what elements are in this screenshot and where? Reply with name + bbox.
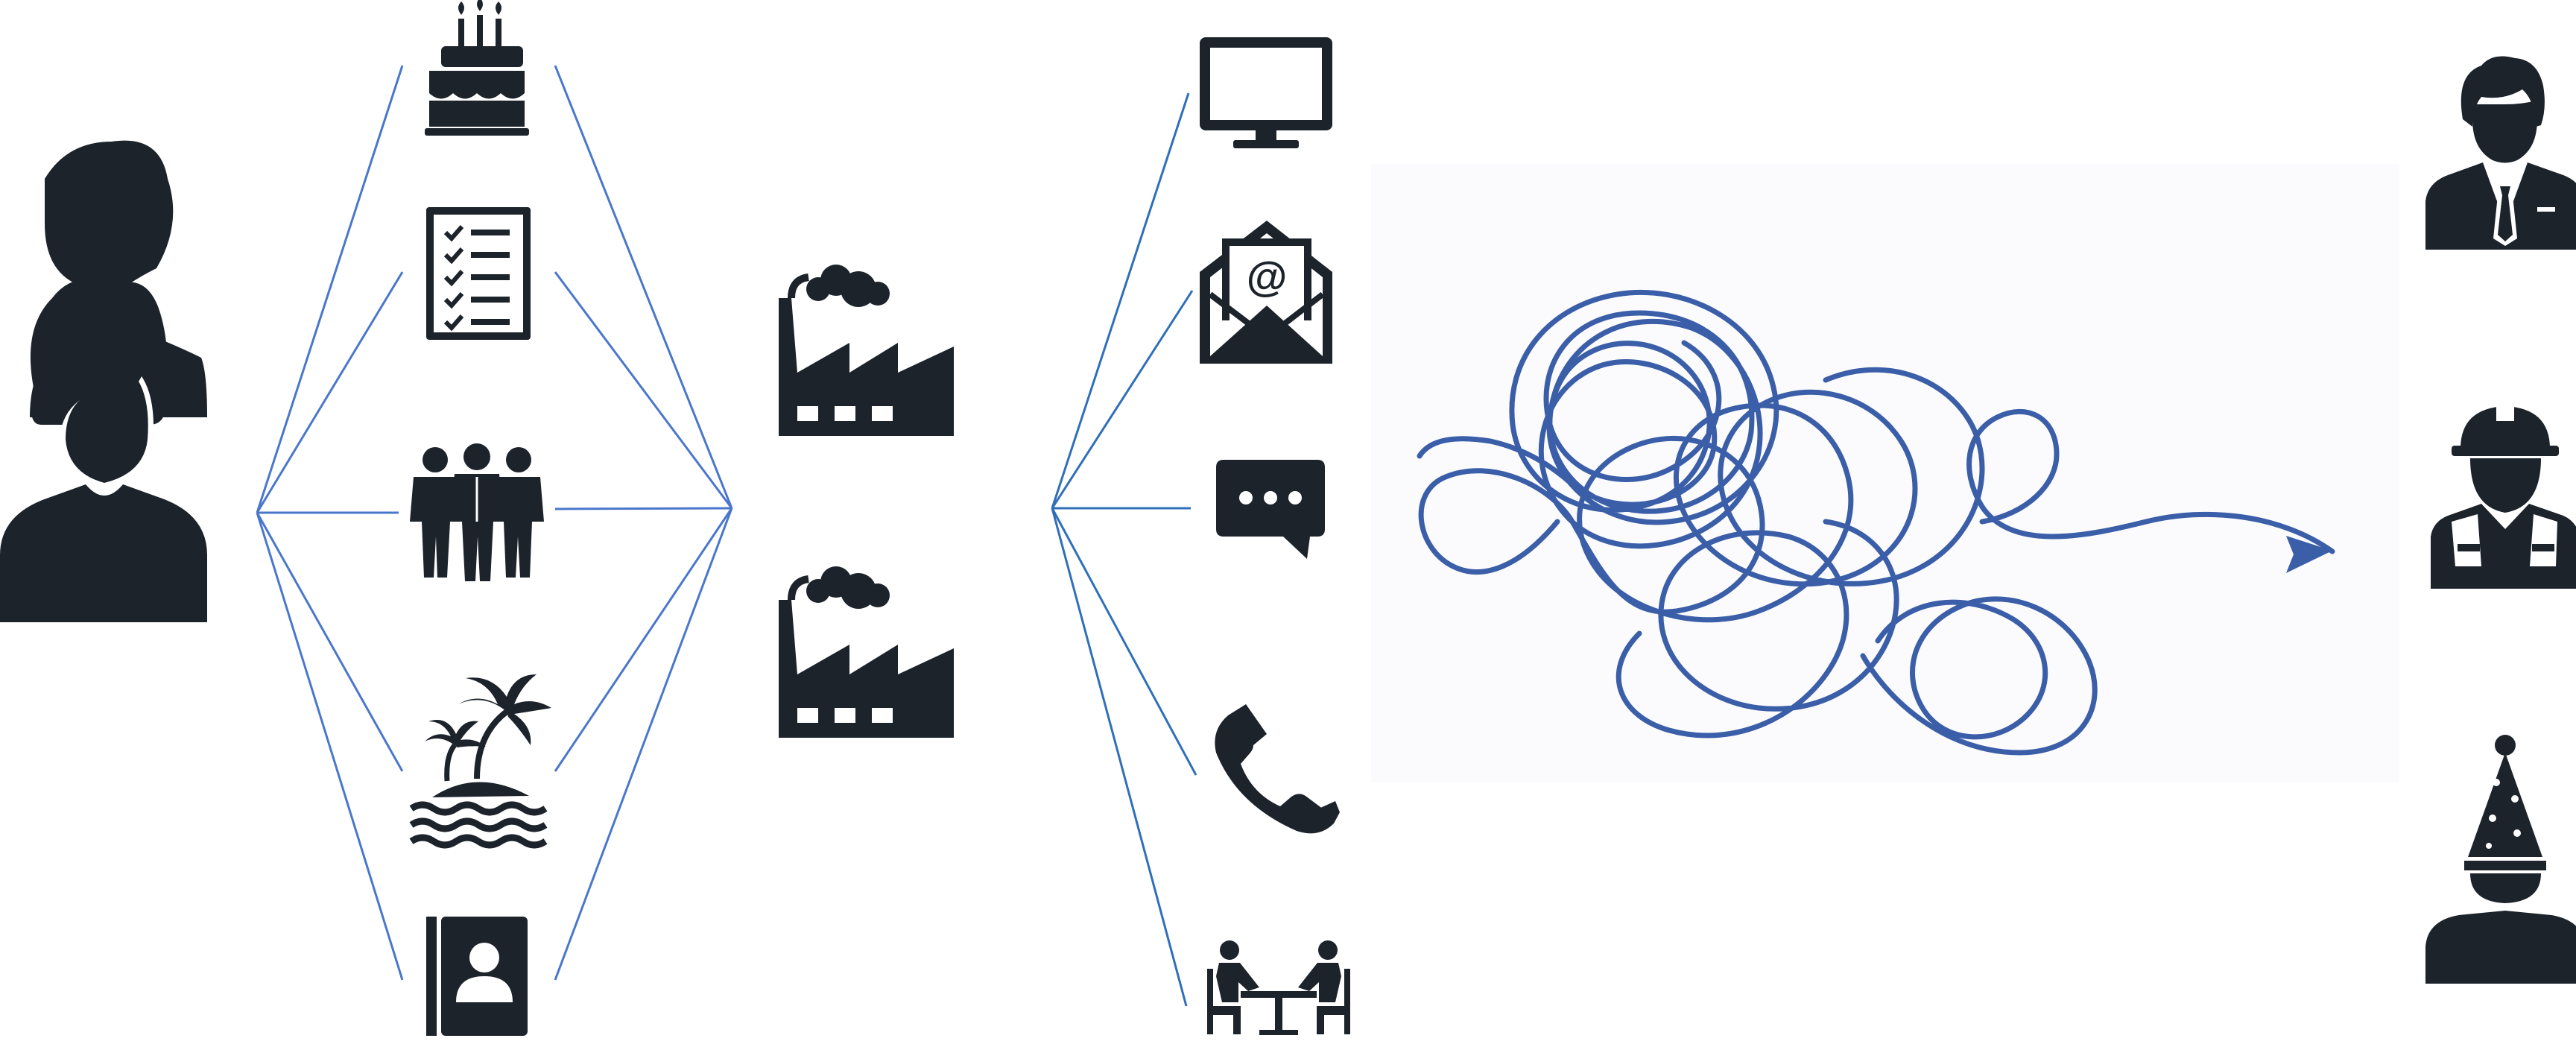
team-group-icon: [410, 443, 544, 581]
channel-line: [1051, 507, 1188, 1007]
contact-book-icon: [426, 917, 528, 1036]
checklist-line: [471, 252, 510, 258]
factory-icon: [779, 566, 954, 738]
checkmark: [443, 270, 464, 287]
factory-icon: [779, 265, 954, 436]
email-envelope-icon: @: [1200, 221, 1332, 364]
checkmark: [443, 247, 464, 265]
checkmark: [443, 292, 464, 309]
construction-worker-icon: [2431, 406, 2576, 589]
checklist-line: [471, 230, 510, 235]
birthday-cake-icon: [425, 0, 529, 136]
employee-to-topics-lines: [256, 65, 404, 981]
telephone-icon: [1215, 704, 1340, 834]
channel-line: [1051, 507, 1197, 776]
chat-bubble-icon: [1216, 460, 1325, 559]
checkmark: [443, 225, 464, 242]
connector-line: [554, 507, 733, 772]
topics-to-factory-lines: [554, 65, 733, 981]
connector-line: [256, 512, 404, 981]
connector-line: [256, 65, 404, 513]
checklist-line: [471, 319, 510, 325]
hub-to-channels-lines: [1051, 92, 1197, 1007]
checklist-icon: [426, 207, 531, 340]
checklist-line: [471, 274, 510, 280]
connector-line: [554, 65, 733, 509]
woman-avatar-icon: [0, 140, 207, 622]
connector-line: [554, 507, 733, 981]
connector-line: [256, 512, 404, 772]
at-symbol: @: [1247, 253, 1288, 300]
meeting-table-icon: [1207, 940, 1350, 1035]
connector-line: [554, 271, 733, 509]
connector-line: [554, 507, 732, 510]
party-person-icon: [2425, 735, 2576, 984]
vacation-island-icon: [409, 674, 551, 849]
checklist-line: [471, 297, 510, 303]
tangled-arrow-icon: [1417, 289, 2335, 756]
tangle-arrowhead: [2286, 536, 2332, 573]
connector-line: [256, 271, 404, 513]
businessman-icon: [2425, 56, 2576, 250]
channel-line: [1051, 92, 1190, 509]
channel-line: [1051, 290, 1194, 509]
checkmark: [443, 314, 464, 332]
monitor-icon: [1200, 37, 1332, 148]
